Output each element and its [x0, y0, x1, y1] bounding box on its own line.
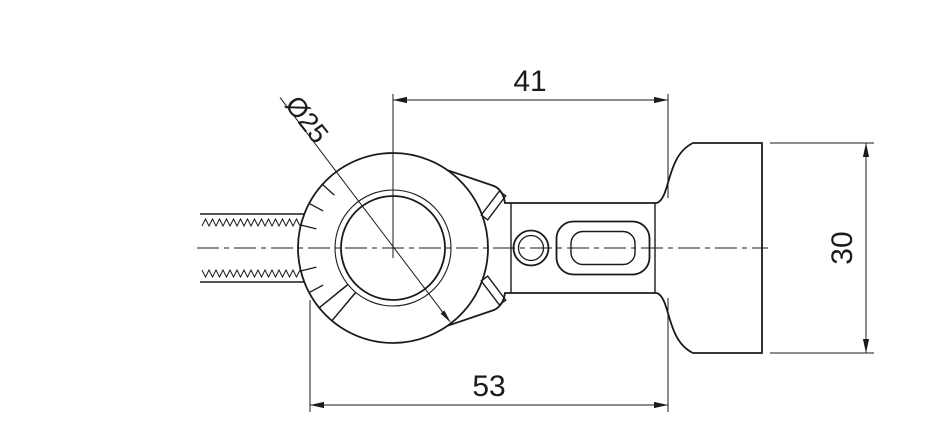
dimension-30: 30 — [770, 142, 874, 354]
clamp-serration — [308, 284, 324, 294]
dim-41-arrow-left — [393, 96, 407, 104]
pivot-hole-outer — [512, 229, 550, 267]
dim-41-label: 41 — [513, 65, 546, 98]
upper-groove — [480, 190, 507, 221]
dim-53-label: 53 — [472, 370, 505, 403]
leader-arrow — [440, 310, 451, 323]
button-slot-inner — [570, 230, 636, 266]
clamp-slit-edge — [318, 283, 349, 309]
pivot-hole-inner — [517, 234, 545, 262]
body-bottom-edge — [447, 292, 657, 327]
knurl-bottom — [201, 268, 301, 279]
button-slot-outer — [555, 220, 651, 276]
dim-41-arrow-right — [654, 96, 668, 104]
leader-line — [279, 97, 448, 319]
knurl-top — [201, 217, 301, 228]
dim-53-arrow-right — [654, 401, 668, 409]
clamp-serration — [308, 202, 324, 212]
clamp-collar — [297, 152, 489, 344]
dimension-53: 53 — [309, 298, 669, 412]
clamp-slit-edge — [331, 291, 357, 322]
bore-diameter-label: Ø25 — [279, 90, 334, 149]
threaded-shaft — [200, 213, 305, 283]
dim-30-arrow-top — [862, 143, 870, 157]
bore-chamfer-circle — [334, 189, 452, 307]
bore-circle — [340, 195, 446, 301]
dim-53-arrow-left — [310, 401, 324, 409]
clamp-serration — [300, 266, 317, 272]
lower-groove — [480, 275, 507, 306]
collar-outer-circle — [297, 152, 489, 344]
dim-30-label: 30 — [826, 231, 859, 264]
body-top-edge — [447, 169, 657, 204]
dimension-41: 41 — [393, 65, 669, 198]
flare-outline — [656, 142, 763, 354]
lever-body — [447, 169, 657, 327]
clamp-serration — [300, 224, 317, 230]
flared-end — [656, 142, 763, 354]
clamp-serration — [321, 183, 335, 196]
dim-30-arrow-bottom — [862, 339, 870, 353]
